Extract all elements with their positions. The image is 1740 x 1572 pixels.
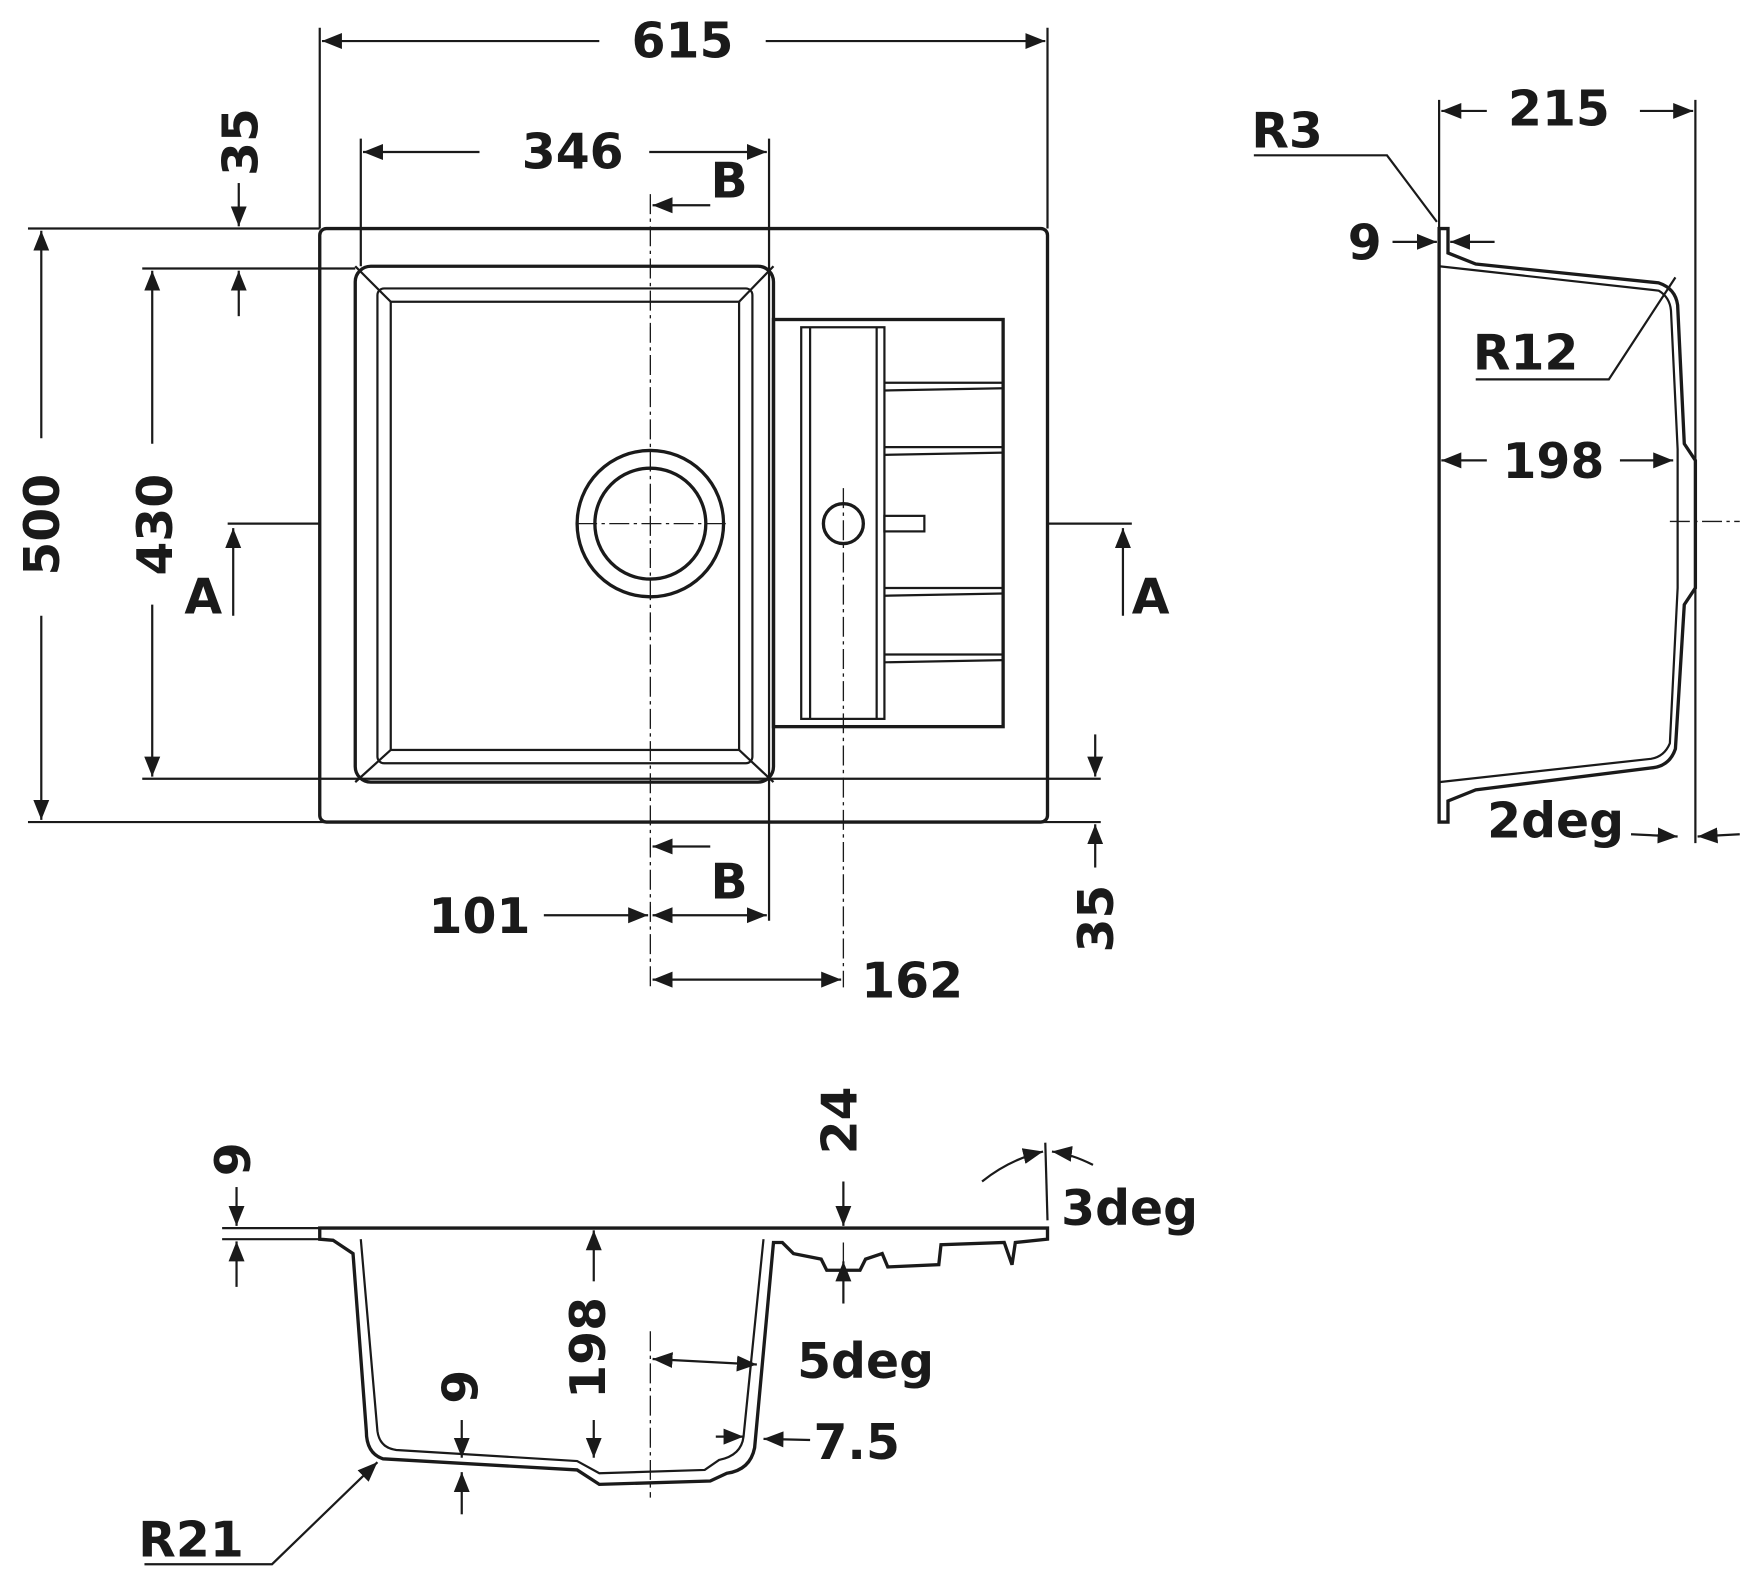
dim-draft-angle: 2deg [1487, 793, 1624, 850]
dim-side-width: 215 [1508, 80, 1610, 137]
section-b-bottom: B [711, 854, 748, 911]
front-section: 9 24 3deg 198 5deg 9 7.5 R21 [138, 1087, 1198, 1569]
section-b-top: B [711, 152, 748, 209]
dim-drain-offset: 101 [429, 888, 531, 945]
dim-wall-thickness: 7.5 [813, 1414, 899, 1471]
dim-drainer-height: 24 [812, 1087, 869, 1155]
dim-rim-top: 35 [213, 108, 270, 176]
dim-overall-depth: 500 [14, 474, 71, 576]
dim-side-bowl-depth: 198 [1502, 433, 1604, 490]
drainer-area [771, 317, 1005, 729]
dim-drainer-angle: 3deg [1061, 1180, 1198, 1237]
dim-tap-offset: 162 [861, 952, 963, 1009]
side-section: R3 215 9 R12 198 2deg [1251, 80, 1740, 850]
dim-front-rim-thickness: 9 [205, 1142, 262, 1176]
dim-front-bowl-depth: 198 [560, 1297, 617, 1399]
dim-rim-radius: R3 [1251, 103, 1323, 160]
dim-overall-width: 615 [632, 13, 734, 70]
dim-rim-bottom: 35 [1068, 885, 1125, 953]
sink-outline [318, 226, 1050, 824]
dim-bowl-width: 346 [522, 124, 624, 181]
dim-bowl-depth: 430 [127, 474, 184, 576]
dim-bottom-radius: R21 [138, 1511, 243, 1568]
top-view: 615 346 B 35 500 430 A A B 101 162 35 [14, 13, 1170, 1010]
dim-bottom-thickness: 9 [432, 1370, 489, 1404]
dim-side-rim-thickness: 9 [1348, 215, 1382, 272]
dim-corner-radius: R12 [1473, 324, 1578, 381]
section-a-left: A [184, 568, 222, 625]
dim-wall-angle: 5deg [797, 1333, 934, 1390]
section-a-right: A [1132, 568, 1170, 625]
